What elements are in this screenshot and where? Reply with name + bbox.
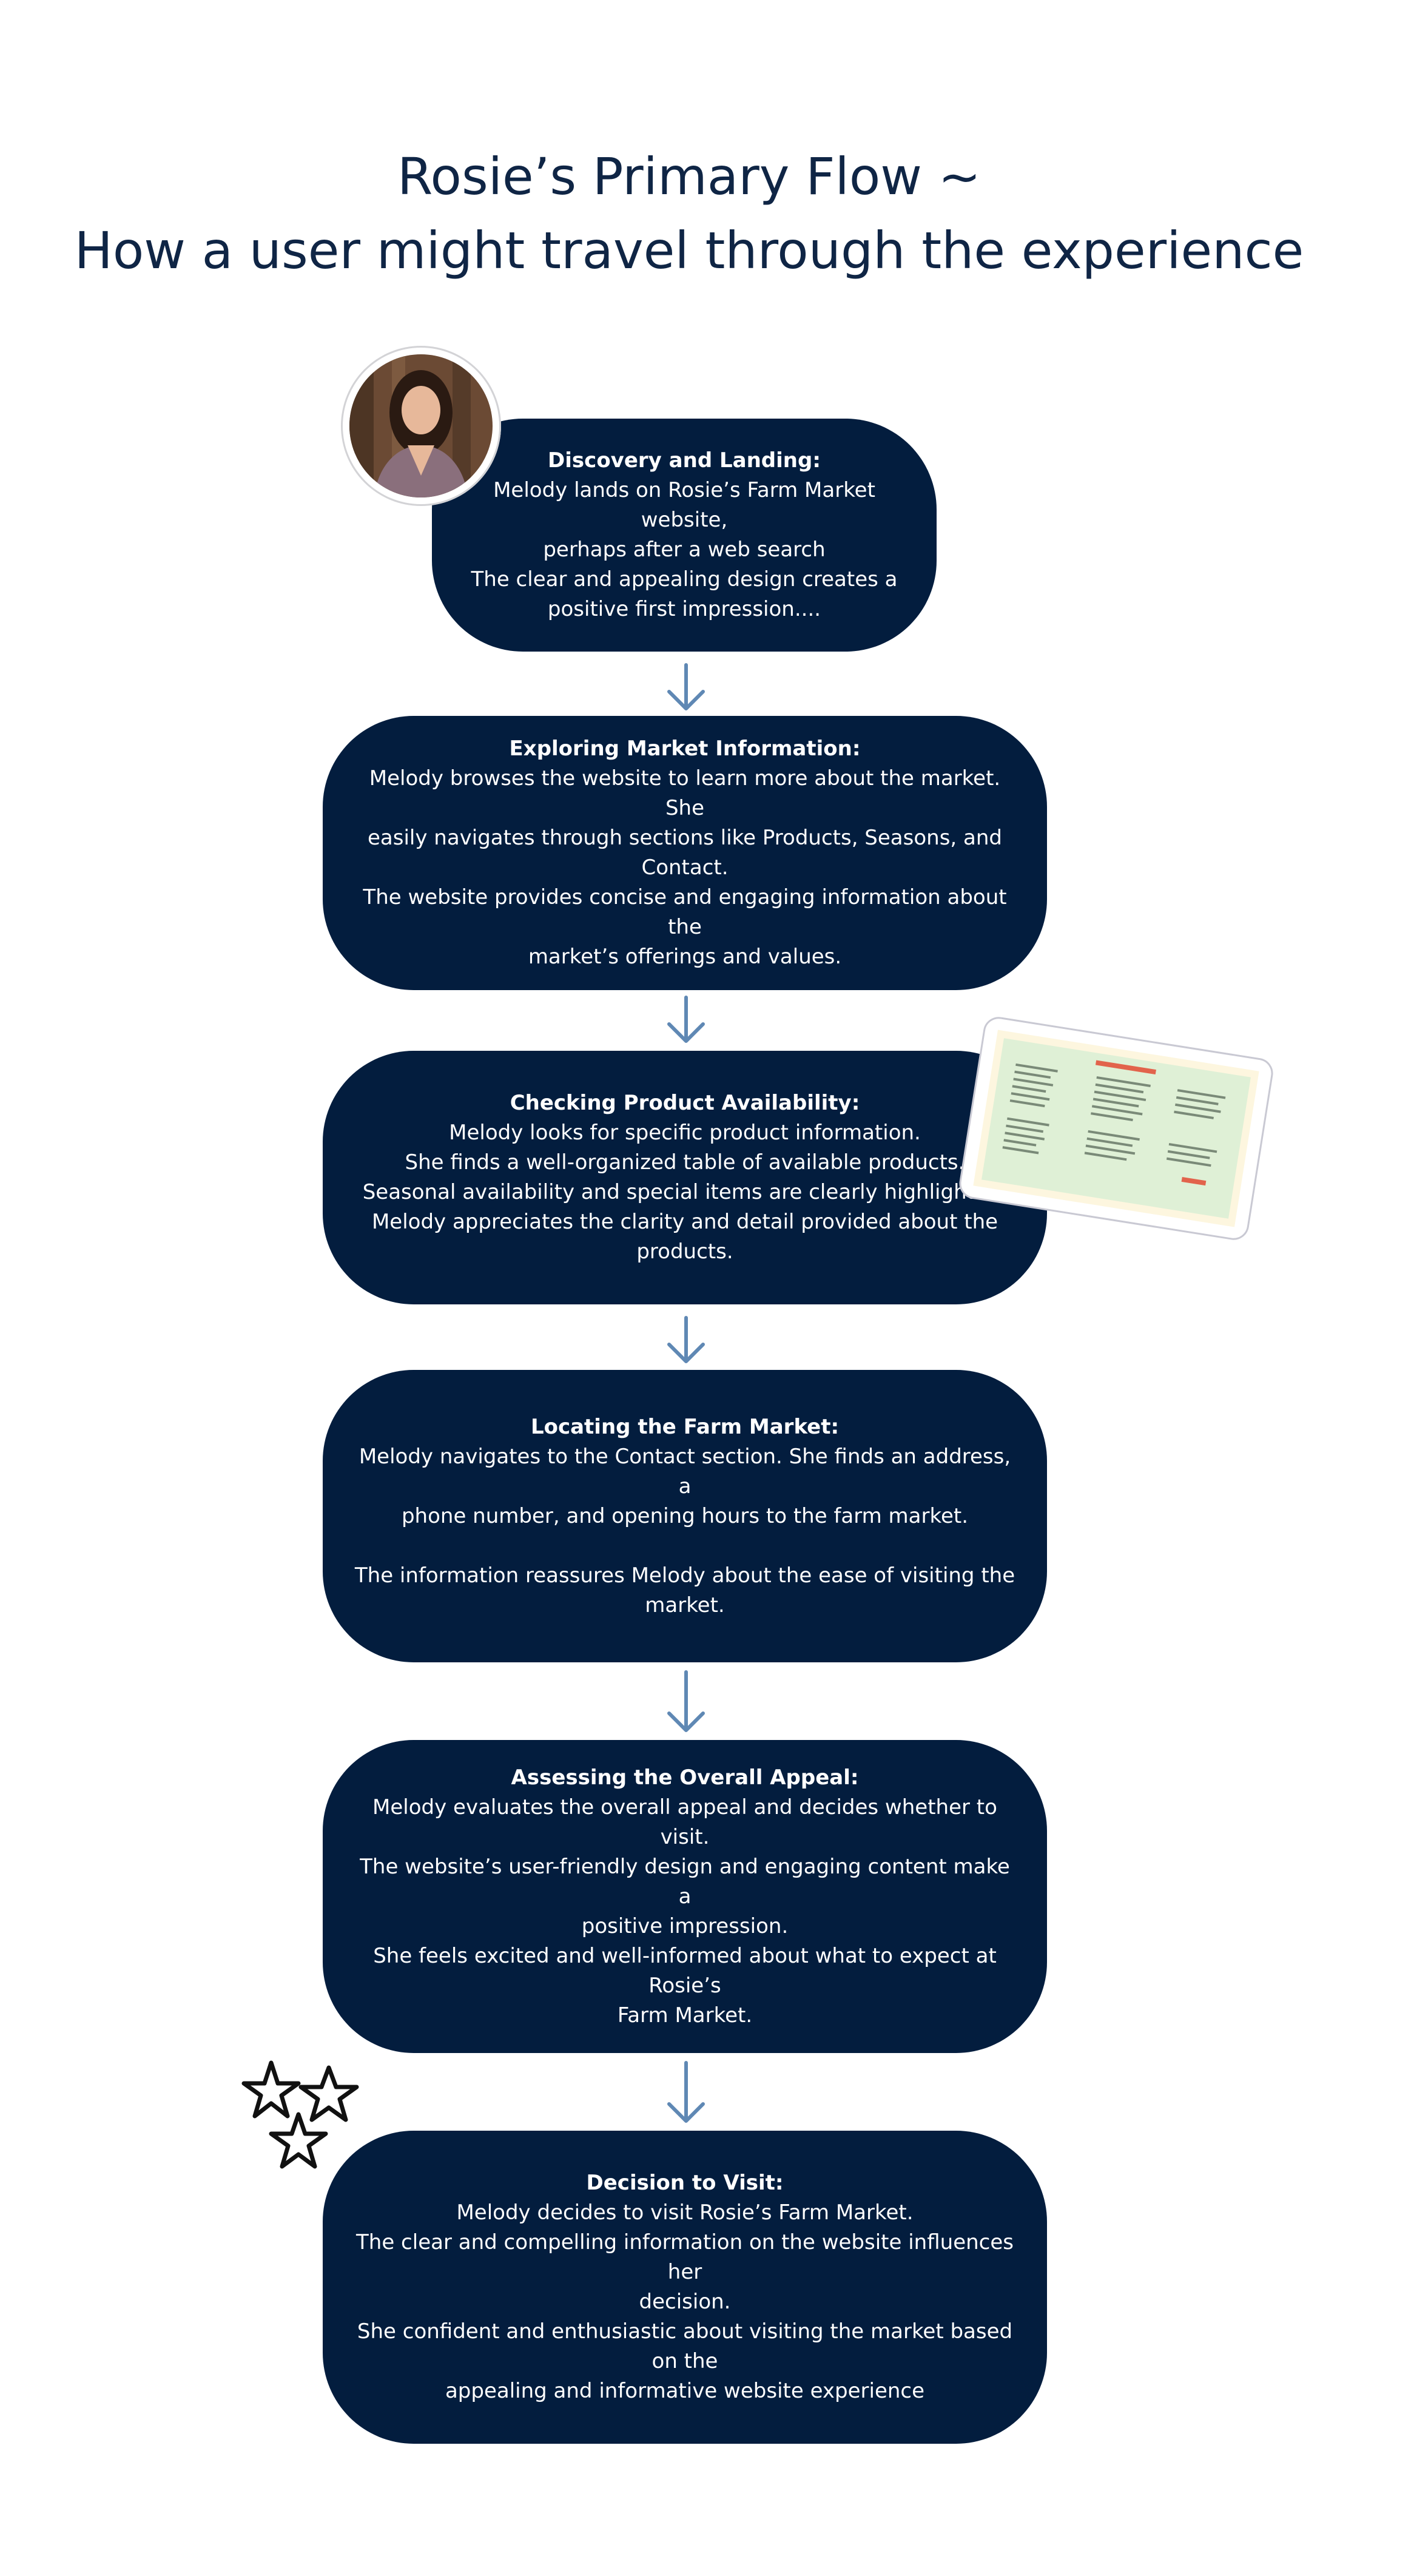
step-heading: Locating the Farm Market: xyxy=(530,1414,840,1439)
persona-avatar xyxy=(341,346,501,506)
step-decision-to-visit: Decision to Visit: Melody decides to vis… xyxy=(323,2131,1047,2444)
step-line: The website provides concise and engagin… xyxy=(363,885,1007,939)
step-line: Melody decides to visit Rosie’s Farm Mar… xyxy=(456,2200,914,2225)
step-line: positive first impression.... xyxy=(547,597,821,621)
step-line: easily navigates through sections like P… xyxy=(367,826,1002,880)
step-line: She feels excited and well-informed abou… xyxy=(373,1943,997,1998)
arrow-down-icon xyxy=(667,2061,705,2123)
step-line: phone number, and opening hours to the f… xyxy=(401,1503,969,1528)
step-line: Farm Market. xyxy=(617,2003,753,2028)
step-heading: Checking Product Availability: xyxy=(510,1091,860,1115)
step-line: The clear and compelling information on … xyxy=(356,2230,1014,2284)
step-line: Melody navigates to the Contact section.… xyxy=(359,1444,1011,1499)
step-line: positive impression. xyxy=(581,1913,789,1938)
step-exploring-market-info: Exploring Market Information: Melody bro… xyxy=(323,716,1047,990)
hand-drawn-stars-icon xyxy=(238,2057,377,2178)
stars-icon xyxy=(241,2060,359,2169)
step-line: Melody evaluates the overall appeal and … xyxy=(372,1795,997,1849)
product-table-preview xyxy=(946,1001,1286,1256)
step-heading: Decision to Visit: xyxy=(586,2171,784,2195)
step-line: She confident and enthusiastic about vis… xyxy=(357,2319,1013,2373)
arrow-down-icon xyxy=(667,996,705,1043)
flow-arrow-2 xyxy=(662,995,710,1045)
step-line: Melody browses the website to learn more… xyxy=(369,766,1001,820)
arrow-down-icon xyxy=(667,1670,705,1732)
arrow-down-icon xyxy=(667,663,705,710)
step-heading: Discovery and Landing: xyxy=(548,448,821,473)
step-line: Melody looks for specific product inform… xyxy=(449,1121,921,1145)
step-checking-product-availability: Checking Product Availability: Melody lo… xyxy=(323,1051,1047,1304)
arrow-down-icon xyxy=(667,1316,705,1363)
flow-arrow-1 xyxy=(662,663,710,712)
title-line-2: How a user might travel through the expe… xyxy=(74,221,1304,280)
step-line: decision. xyxy=(639,2290,731,2314)
page-title: Rosie’s Primary Flow ~ How a user might … xyxy=(0,140,1378,288)
step-line: She finds a well-organized table of avai… xyxy=(405,1150,965,1175)
step-line: The clear and appealing design creates a xyxy=(471,567,898,592)
tablet-icon xyxy=(959,1017,1273,1240)
step-assessing-overall-appeal: Assessing the Overall Appeal: Melody eva… xyxy=(323,1740,1047,2053)
step-line: The website’s user-friendly design and e… xyxy=(360,1854,1010,1909)
flow-arrow-3 xyxy=(662,1315,710,1365)
step-locating-farm-market: Locating the Farm Market: Melody navigat… xyxy=(323,1370,1047,1662)
step-line: perhaps after a web search xyxy=(543,538,826,562)
flow-arrow-4 xyxy=(662,1670,710,1734)
step-heading: Assessing the Overall Appeal: xyxy=(511,1765,859,1790)
step-line: Seasonal availability and special items … xyxy=(362,1180,1008,1204)
flow-arrow-5 xyxy=(662,2060,710,2125)
step-line: Melody appreciates the clarity and detai… xyxy=(371,1210,998,1264)
step-line: The information reassures Melody about t… xyxy=(354,1563,1015,1588)
title-line-1: Rosie’s Primary Flow ~ xyxy=(397,147,981,206)
step-line: Melody lands on Rosie’s Farm Market webs… xyxy=(493,478,875,532)
step-line: market. xyxy=(645,1593,725,1617)
step-heading: Exploring Market Information: xyxy=(509,737,861,761)
step-line: appealing and informative website experi… xyxy=(445,2379,925,2403)
step-discovery-landing: Discovery and Landing: Melody lands on R… xyxy=(432,419,937,652)
step-line: market’s offerings and values. xyxy=(528,945,842,969)
persona-photo-icon xyxy=(349,354,493,497)
